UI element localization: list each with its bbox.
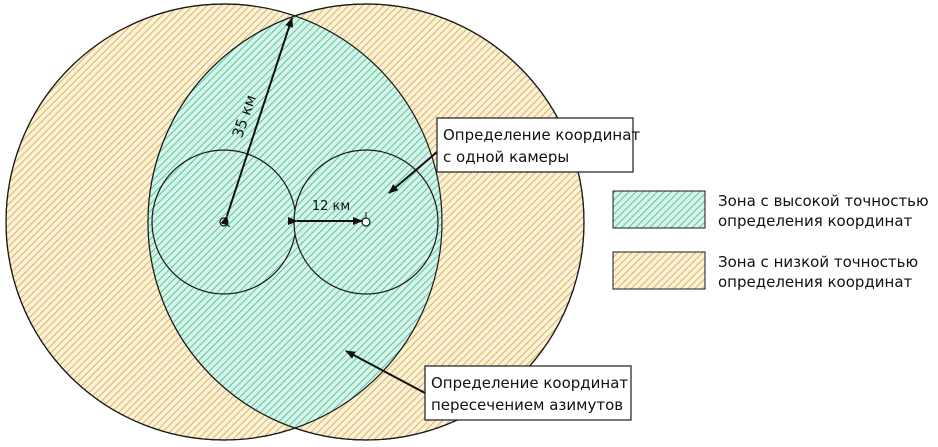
legend-high-swatch (612, 190, 706, 229)
callout-azimuth-line2: пересечением азимутов (431, 396, 623, 414)
distance-12-label: 12 км (312, 199, 350, 214)
legend-low-swatch (612, 251, 706, 290)
legend-low-line1: Зона с низкой точностью (718, 253, 918, 271)
callout-azimuth-arrow (345, 350, 426, 394)
legend-high-line1: Зона с высокой точностью (718, 192, 929, 210)
callout-azimuth-box (424, 365, 632, 421)
callout-single-camera-box (436, 117, 634, 173)
callout-single-camera-arrow (388, 151, 438, 194)
legend: Зона с высокой точностью определения коо… (612, 190, 929, 291)
callout-single-camera-line2: с одной камеры (443, 148, 569, 166)
callout-single-camera-line1: Определение координат (443, 126, 640, 144)
callout-azimuth-line1: Определение координат (431, 374, 628, 392)
legend-high-line2: определения координат (718, 212, 913, 230)
legend-low-line2: определения координат (718, 273, 913, 291)
radius-35-arrow (220, 17, 293, 226)
